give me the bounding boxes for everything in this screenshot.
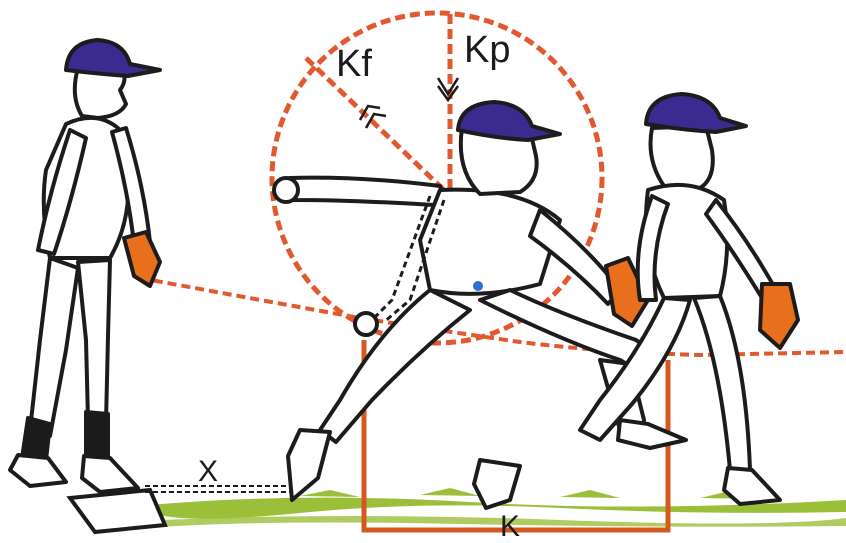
left-cap-icon (66, 40, 160, 76)
middle-cap-icon (458, 102, 560, 140)
right-cap-icon (646, 94, 746, 132)
label-k: K (500, 510, 520, 538)
label-kf: Kf (336, 43, 372, 85)
left-player (10, 40, 160, 492)
base-plate (70, 490, 165, 532)
belt-buckle (473, 281, 483, 291)
ball-icon (274, 178, 298, 202)
kf-axis (306, 58, 446, 192)
label-kp: Kp (464, 29, 510, 71)
right-glove-icon (760, 284, 798, 348)
x-distance-lines (145, 486, 292, 492)
left-glove-icon (124, 232, 160, 286)
label-x: X (198, 455, 218, 488)
middle-player (274, 102, 686, 500)
